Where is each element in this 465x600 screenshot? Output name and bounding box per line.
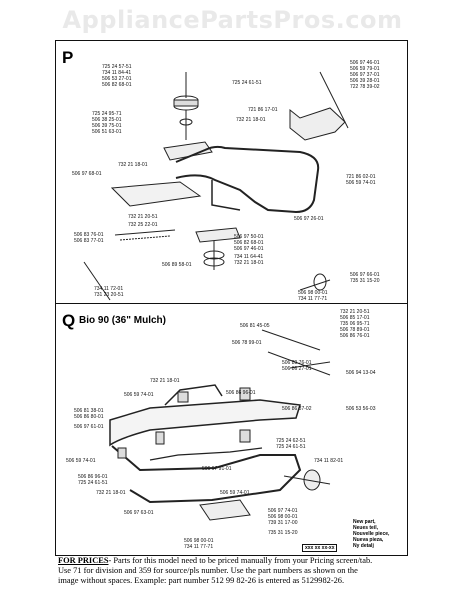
legend-line: New part, <box>353 519 376 525</box>
legend-key-box: xxx xx xx-xx <box>302 544 338 552</box>
section-q-letter: Q <box>62 311 76 330</box>
part-label: 506 83 76-01 <box>74 232 104 238</box>
part-label: 506 86 87-02 <box>282 406 312 412</box>
part-label: 506 97 37-01 <box>350 72 380 78</box>
part-label: 506 89 58-01 <box>162 262 192 268</box>
pricing-line: - Parts for this model need to be priced… <box>108 556 373 565</box>
legend-line: Neues teil, <box>353 525 379 531</box>
part-label: 506 97 68-01 <box>72 171 102 177</box>
part-label: 735 06 95-71 <box>340 321 370 327</box>
part-label: 506 97 50-01 <box>234 234 264 240</box>
part-label: 732 21 20-51 <box>340 309 370 315</box>
part-label: 732 21 18-01 <box>118 162 148 168</box>
legend-line: Nouvelle piece, <box>353 531 390 537</box>
new-part-legend: New part, Neues teil, Nouvelle piece, Nu… <box>353 519 389 549</box>
pricing-note-line: FOR PRICES- Parts for this model need to… <box>58 556 408 566</box>
part-label: 722 78 39-02 <box>350 84 380 90</box>
part-label: 506 97 74-01 <box>268 508 298 514</box>
part-label: 506 86 96-01 <box>226 390 256 396</box>
watermark: AppliancePartsPros.com <box>62 6 403 34</box>
part-label: 506 86 96-01 <box>78 474 108 480</box>
part-label: 506 86 27-01 <box>282 366 312 372</box>
part-label: 506 59 74-01 <box>124 392 154 398</box>
pulley-assembly-upper <box>173 72 199 140</box>
pricing-heading: FOR PRICES <box>58 556 109 565</box>
part-label: 506 82 68-01 <box>234 240 264 246</box>
part-label: 506 98 00-01 <box>268 514 298 520</box>
part-label: 506 83 77-01 <box>74 238 104 244</box>
diagram-frame <box>55 40 408 556</box>
part-label: 725 24 61-51 <box>78 480 108 486</box>
part-label: 506 59 79-01 <box>350 66 380 72</box>
section-q-title: Bio 90 (36" Mulch) <box>79 315 166 326</box>
part-label: 506 97 46-01 <box>350 60 380 66</box>
part-label: 732 21 18-01 <box>236 117 266 123</box>
part-label: 734 11 82-01 <box>314 458 344 464</box>
part-label: 506 38 25-01 <box>92 117 122 123</box>
part-label: 506 59 74-01 <box>346 180 376 186</box>
part-label: 506 97 46-01 <box>234 246 264 252</box>
part-label: 731 23 20-51 <box>94 292 124 298</box>
part-label: 735 31 15-20 <box>350 278 380 284</box>
part-label: 506 97 66-01 <box>350 272 380 278</box>
section-p-letter: P <box>62 48 74 67</box>
legend-line: Nueva pieza, <box>353 537 384 543</box>
part-label: 725 24 95-71 <box>92 111 122 117</box>
part-label: 721 86 02-01 <box>346 174 376 180</box>
part-label: 506 86 80-01 <box>74 414 104 420</box>
part-label: 506 59 74-01 <box>220 490 250 496</box>
part-label: 732 21 18-01 <box>234 260 264 266</box>
part-label: 734 11 72-01 <box>94 286 124 292</box>
part-label: 506 81 38-01 <box>74 408 104 414</box>
part-label: 734 11 84-41 <box>102 70 132 76</box>
part-label: 506 94 13-04 <box>346 370 376 376</box>
part-label: 732 21 20-51 <box>128 214 158 220</box>
part-label: 506 97 61-01 <box>74 424 104 430</box>
part-label: 732 25 22-01 <box>128 222 158 228</box>
legend-line: Ny detalj <box>353 543 374 549</box>
part-label: 725 24 62-51 <box>276 438 306 444</box>
pricing-line: image without spaces. Example: part numb… <box>58 576 345 585</box>
part-label: 506 81 45-05 <box>240 323 270 329</box>
pricing-line: Use 71 for division and 359 for source/p… <box>58 566 358 575</box>
part-label: 506 78 99-01 <box>232 340 262 346</box>
part-label: 734 11 64-41 <box>234 254 264 260</box>
part-label: 732 21 18-01 <box>96 490 126 496</box>
pricing-note: FOR PRICES- Parts for this model need to… <box>58 556 408 586</box>
part-label: 506 97 63-01 <box>124 510 154 516</box>
part-label: 725 24 61-51 <box>232 80 262 86</box>
part-label: 725 24 61-51 <box>276 444 306 450</box>
part-label: 506 85 17-01 <box>340 315 370 321</box>
part-label: 734 11 77-71 <box>184 544 214 550</box>
part-label: 732 21 18-01 <box>150 378 180 384</box>
part-label: 506 82 68-01 <box>102 82 132 88</box>
part-label: 721 86 17-01 <box>248 107 278 113</box>
part-label: 506 98 00-01 <box>298 290 328 296</box>
part-label: 735 31 15-20 <box>268 530 298 536</box>
part-label: 506 86 76-01 <box>340 333 370 339</box>
part-label: 739 31 17-00 <box>268 520 298 526</box>
part-label: 506 97 26-01 <box>294 216 324 222</box>
part-label: 506 53 27-01 <box>102 76 132 82</box>
part-label: 506 78 89-01 <box>340 327 370 333</box>
part-label: 506 39 75-01 <box>92 123 122 129</box>
part-label: 734 11 77-71 <box>298 296 328 302</box>
part-label: 506 53 56-03 <box>346 406 376 412</box>
part-label: 506 97 91-01 <box>202 466 232 472</box>
part-label: 506 39 28-01 <box>350 78 380 84</box>
part-label: 506 89 76-01 <box>282 360 312 366</box>
section-divider <box>55 303 408 304</box>
part-label: 506 51 63-01 <box>92 129 122 135</box>
part-label: 506 98 00-01 <box>184 538 214 544</box>
part-label: 506 59 74-01 <box>66 458 96 464</box>
part-label: 725 24 57-51 <box>102 64 132 70</box>
